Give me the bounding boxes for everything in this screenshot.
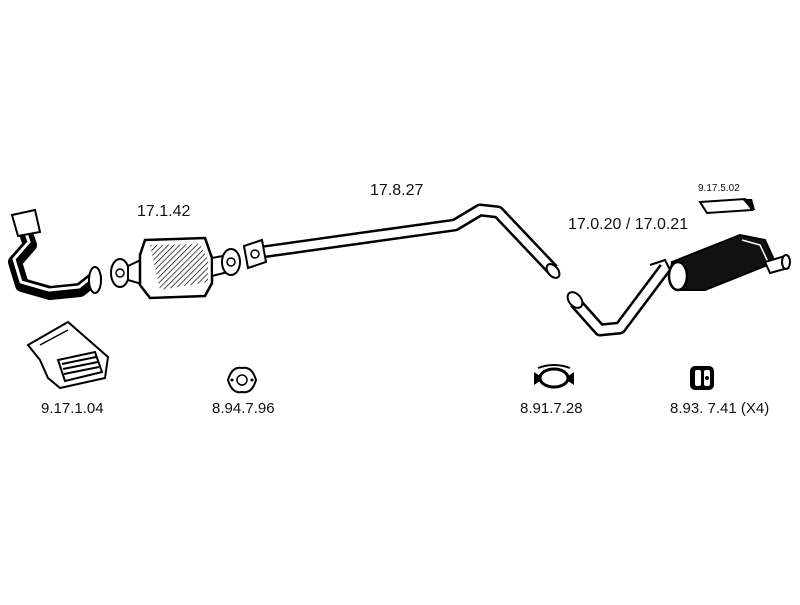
front-pipe-part[interactable]	[8, 208, 102, 300]
catalyst-part[interactable]	[110, 236, 241, 300]
bolt-clip-part[interactable]	[690, 366, 714, 390]
clamp-label: 8.91.7.28	[520, 400, 583, 417]
rear-silencer-label: 17.0.20 / 17.0.21	[568, 216, 689, 233]
clamp-part[interactable]	[534, 364, 574, 389]
rubber-mount-label: 9.17.5.02	[698, 183, 740, 194]
gasket-part[interactable]	[226, 366, 258, 394]
mounting-kit-label: 9.17.1.04	[41, 400, 104, 417]
rear-silencer-part[interactable]	[565, 233, 791, 337]
catalyst-label: 17.1.42	[137, 203, 191, 220]
rubber-mount-part[interactable]	[698, 197, 755, 215]
middle-pipe-part[interactable]	[242, 203, 562, 280]
middle-pipe-label: 17.8.27	[370, 182, 424, 199]
bolt-clip-label: 8.93. 7.41 (X4)	[670, 400, 770, 417]
mounting-kit-part[interactable]	[26, 320, 110, 390]
gasket-label: 8.94.7.96	[212, 400, 275, 417]
